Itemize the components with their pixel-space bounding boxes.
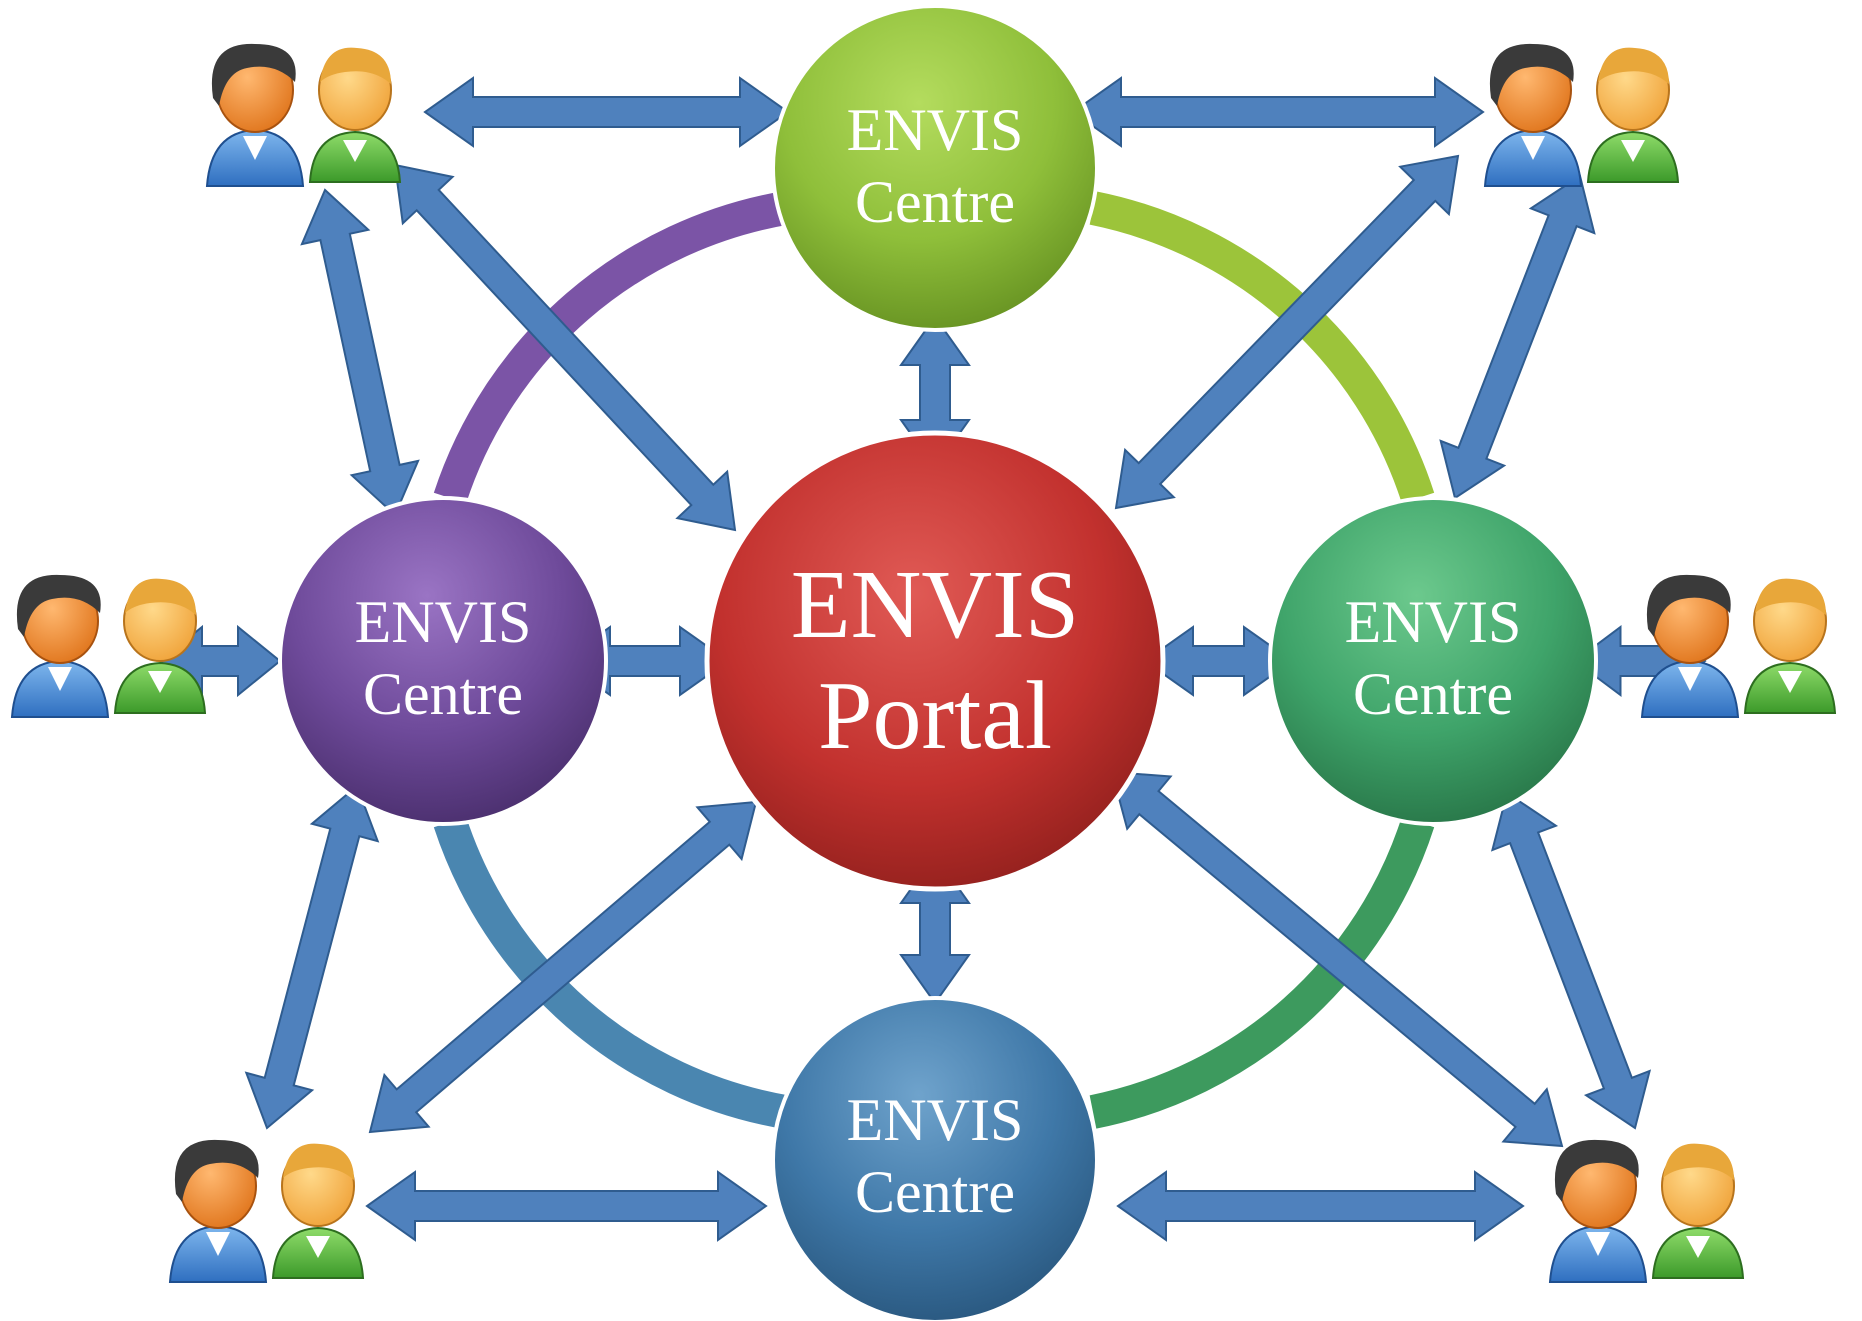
double-arrow [244, 784, 380, 1130]
centre-left-line2: Centre [363, 661, 523, 727]
centre-top-line2: Centre [855, 169, 1015, 235]
centre-ring [433, 191, 1435, 1129]
user-groups [10, 43, 1837, 1283]
node-portal[interactable]: ENVIS Portal [704, 430, 1166, 892]
centre-left-circle [278, 496, 608, 826]
centre-right-circle [1268, 496, 1598, 826]
portal-line1: ENVIS [791, 551, 1080, 659]
centre-bottom-line1: ENVIS [847, 1087, 1024, 1153]
node-centre-left[interactable]: ENVIS Centre [278, 496, 608, 826]
centre-bottom-circle [771, 996, 1099, 1321]
double-arrow [368, 800, 758, 1134]
connection-arrows [158, 76, 1707, 1242]
node-centre-bottom[interactable]: ENVIS Centre [771, 996, 1099, 1321]
double-arrow [300, 188, 420, 517]
user-pair-icon [205, 43, 402, 187]
centre-left-line1: ENVIS [355, 589, 532, 655]
node-centre-top[interactable]: ENVIS Centre [771, 4, 1099, 332]
user-pair-icon [1640, 574, 1837, 718]
ring-segment-top-left [433, 191, 788, 504]
centre-top-line1: ENVIS [847, 97, 1024, 163]
user-pair-icon [1548, 1139, 1745, 1283]
centre-top-circle [771, 4, 1099, 332]
double-arrow [1110, 770, 1564, 1148]
ring-segment-bottom-left [433, 816, 788, 1129]
ring-segment-bottom-right [1089, 816, 1435, 1129]
double-arrow [1071, 76, 1485, 148]
centre-bottom-line2: Centre [855, 1159, 1015, 1225]
double-arrow [365, 1170, 768, 1242]
double-arrow [1490, 791, 1652, 1130]
double-arrow [423, 76, 790, 148]
portal-line2: Portal [818, 662, 1052, 770]
double-arrow [1114, 154, 1460, 510]
portal-circle [704, 430, 1166, 892]
double-arrow [393, 163, 737, 532]
user-pair-icon [1483, 43, 1680, 187]
centre-right-line1: ENVIS [1345, 589, 1522, 655]
double-arrow [1116, 1170, 1525, 1242]
user-pair-icon [168, 1139, 365, 1283]
user-pair-icon [10, 574, 207, 718]
centre-right-line2: Centre [1353, 661, 1513, 727]
double-arrow [1439, 174, 1596, 500]
node-centre-right[interactable]: ENVIS Centre [1268, 496, 1598, 826]
